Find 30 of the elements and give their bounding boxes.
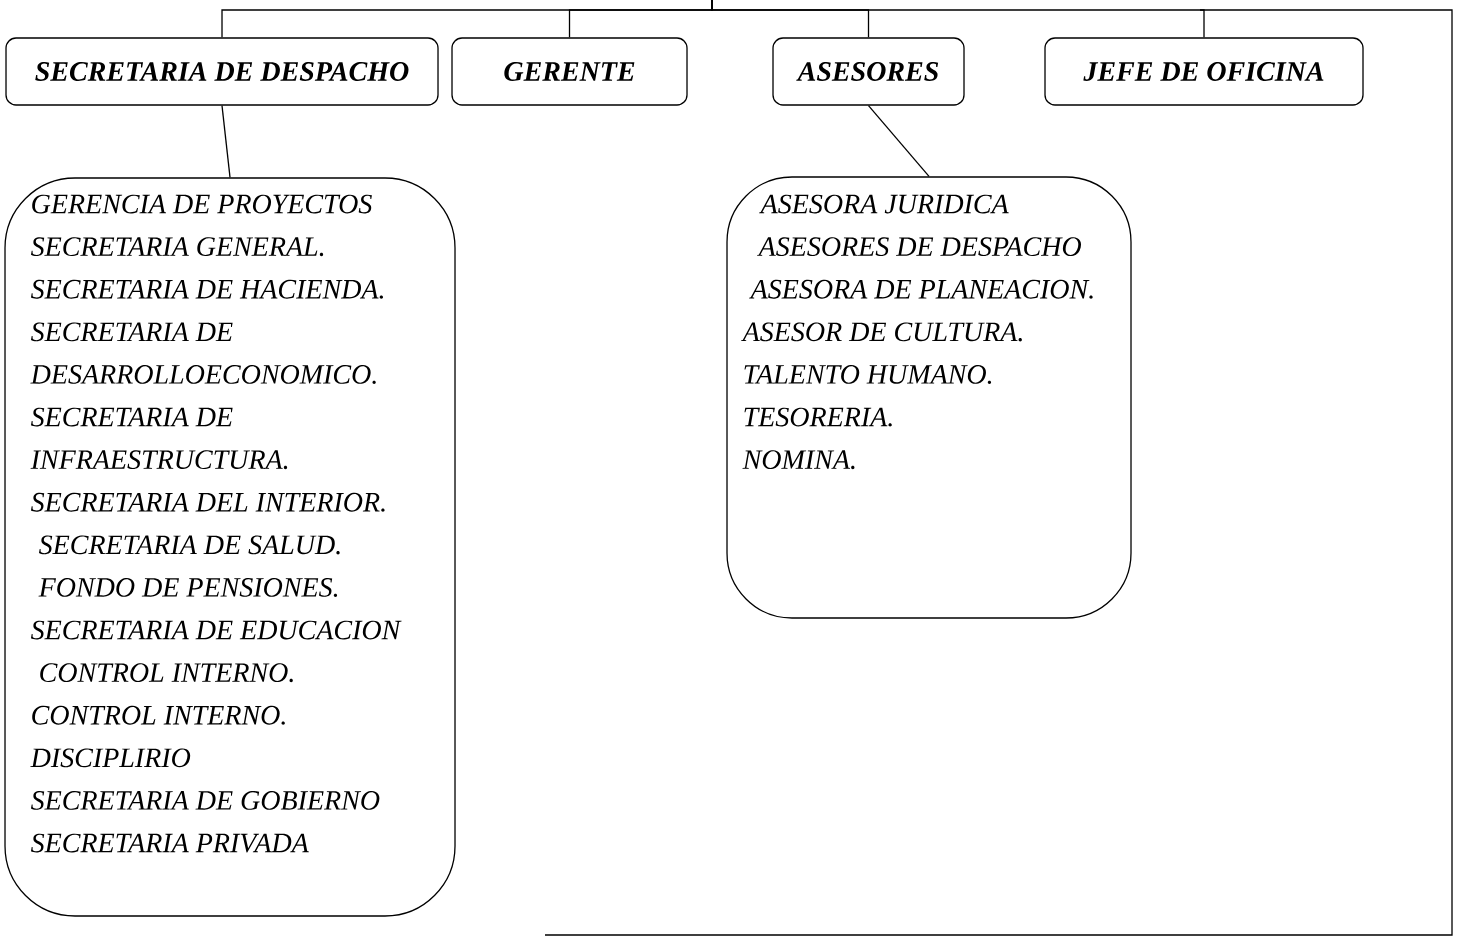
list-item: SECRETARIA DE SALUD.: [39, 535, 340, 555]
list-item: ASESORA JURIDICA: [759, 194, 1009, 214]
list-item: NOMINA.: [742, 450, 855, 470]
list-item: SECRETARIA DE DESARROLLOECONOMICO.: [30, 322, 376, 384]
list-item: SECRETARIA DEL INTERIOR.: [31, 492, 385, 512]
rounded-box: [726, 176, 1132, 619]
list-item: CONTROL INTERNO.: [40, 663, 293, 683]
list-item: FONDO DE PENSIONES.: [38, 578, 338, 597]
title-box: SECRETARIA DE DESPACHO: [5, 37, 439, 106]
list-item: GERENCIA DE PROYECTOS: [32, 194, 372, 214]
connector-line: [867, 105, 930, 177]
list-item: SECRETARIA DE EDUCACION: [31, 620, 402, 640]
rounded-box: [4, 177, 456, 917]
list-item: DISCIPLIRIO: [30, 748, 191, 768]
list-item: SECRETARIA DE HACIENDA.: [31, 279, 383, 299]
title-box: GERENTE: [451, 37, 688, 106]
list-item: TESORERIA.: [744, 407, 892, 427]
connector-line: [221, 105, 231, 178]
list-item: TALENTO HUMANO.: [744, 365, 992, 384]
list-item: SECRETARIA DE INFRAESTRUCTURA.: [30, 407, 288, 470]
title-box: ASESORES: [772, 37, 965, 106]
list-item: CONTROL INTERNO.: [32, 705, 285, 725]
list-item: ASESORA DE PLANEACION.: [749, 279, 1093, 299]
list-item: ASESORES DE DESPACHO: [757, 237, 1082, 257]
list-item: SECRETARIA GENERAL.: [31, 237, 324, 257]
list-item: SECRETARIA PRIVADA: [31, 833, 309, 853]
list-item: ASESOR DE CULTURA.: [741, 322, 1022, 342]
connector-line: [711, 0, 1205, 38]
list-item: SECRETARIA DE GOBIERNO: [31, 791, 380, 810]
title-box: JEFE DE OFICINA: [1044, 37, 1364, 106]
